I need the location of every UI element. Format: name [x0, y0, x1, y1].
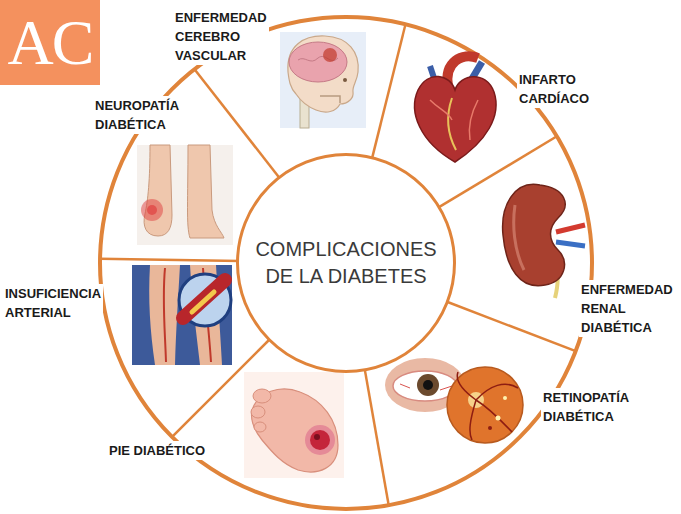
eye-picture-part	[417, 374, 439, 396]
heart-picture-part	[415, 76, 496, 162]
foot-ulcer-picture-part	[314, 434, 320, 440]
complication-label: ENFERMEDAD CEREBRO VASCULAR	[173, 8, 269, 65]
kidney-picture	[503, 184, 585, 298]
brain-picture-part	[288, 36, 358, 112]
arterial-legs-picture-part	[149, 265, 180, 365]
complication-label: ENFERMEDAD RENAL DIABÉTICA	[579, 280, 675, 337]
arterial-legs-picture	[132, 265, 232, 365]
kidney-picture-part	[514, 205, 524, 270]
complication-label: PIE DIABÉTICO	[107, 441, 207, 460]
kidney-picture-part	[556, 225, 585, 232]
complication-label: NEUROPATÍA DIABÉTICA	[93, 96, 181, 134]
spoke-line-part	[100, 259, 240, 261]
center-circle: COMPLICACIONES DE LA DIABETES	[236, 153, 456, 373]
spoke-line-part	[445, 301, 576, 351]
arterial-legs-picture-part	[183, 280, 225, 318]
heart-picture	[415, 56, 496, 162]
neuropathy-feet-picture-part	[144, 145, 172, 236]
complication-label: INSUFICIENCIA ARTERIAL	[3, 284, 103, 322]
foot-ulcer-picture-part	[251, 389, 338, 472]
neuropathy-feet-picture-part	[137, 145, 233, 245]
brain-picture-part	[320, 96, 340, 103]
eye-picture-part	[503, 396, 507, 400]
neuropathy-feet-picture-part	[147, 205, 157, 215]
foot-ulcer-picture	[244, 372, 344, 478]
complication-label: RETINOPATÍA DIABÉTICA	[541, 388, 631, 426]
arterial-legs-picture-part	[179, 274, 231, 326]
heart-picture-part	[430, 100, 452, 120]
spoke-line-part	[372, 24, 406, 160]
arterial-legs-picture-part	[164, 268, 166, 362]
outer-ring-part	[100, 17, 592, 509]
foot-ulcer-picture-part	[305, 425, 335, 455]
heart-picture-part	[448, 98, 456, 150]
kidney-picture-part	[503, 184, 565, 285]
brain-picture	[280, 32, 366, 128]
eye-picture-part	[496, 416, 501, 421]
node-text: COMPLICACIONES DE LA DIABETES	[248, 236, 444, 290]
foot-ulcer-picture-part	[251, 406, 265, 418]
eye-picture-part	[488, 426, 492, 430]
foot-ulcer-picture-part	[310, 430, 330, 450]
complication-label: INFARTO CARDÍACO	[517, 70, 591, 108]
eye-picture-part	[457, 372, 518, 440]
arterial-legs-picture-part	[132, 265, 232, 365]
foot-ulcer-picture-part	[254, 422, 266, 432]
eye-picture-part	[447, 367, 523, 443]
brain-picture-part	[280, 32, 366, 128]
foot-ulcer-picture-part	[253, 389, 271, 403]
kidney-picture-part	[556, 242, 585, 246]
foot-ulcer-picture-part	[244, 372, 344, 478]
brain-picture-part	[323, 48, 337, 62]
arterial-legs-picture-part	[192, 292, 214, 312]
heart-picture-part	[469, 100, 478, 140]
eye-picture-part	[423, 380, 433, 390]
node-text: AC	[8, 11, 93, 75]
neuropathy-feet-picture-part	[141, 199, 163, 221]
brain-picture-part	[343, 78, 347, 82]
outer-ring	[100, 17, 592, 509]
brain-picture-part	[289, 42, 347, 82]
eye-picture	[385, 358, 523, 443]
neuropathy-feet-picture	[137, 145, 233, 245]
logo-box: AC	[0, 0, 100, 85]
neuropathy-feet-picture-part	[188, 145, 225, 238]
spoke-line-part	[364, 367, 388, 505]
